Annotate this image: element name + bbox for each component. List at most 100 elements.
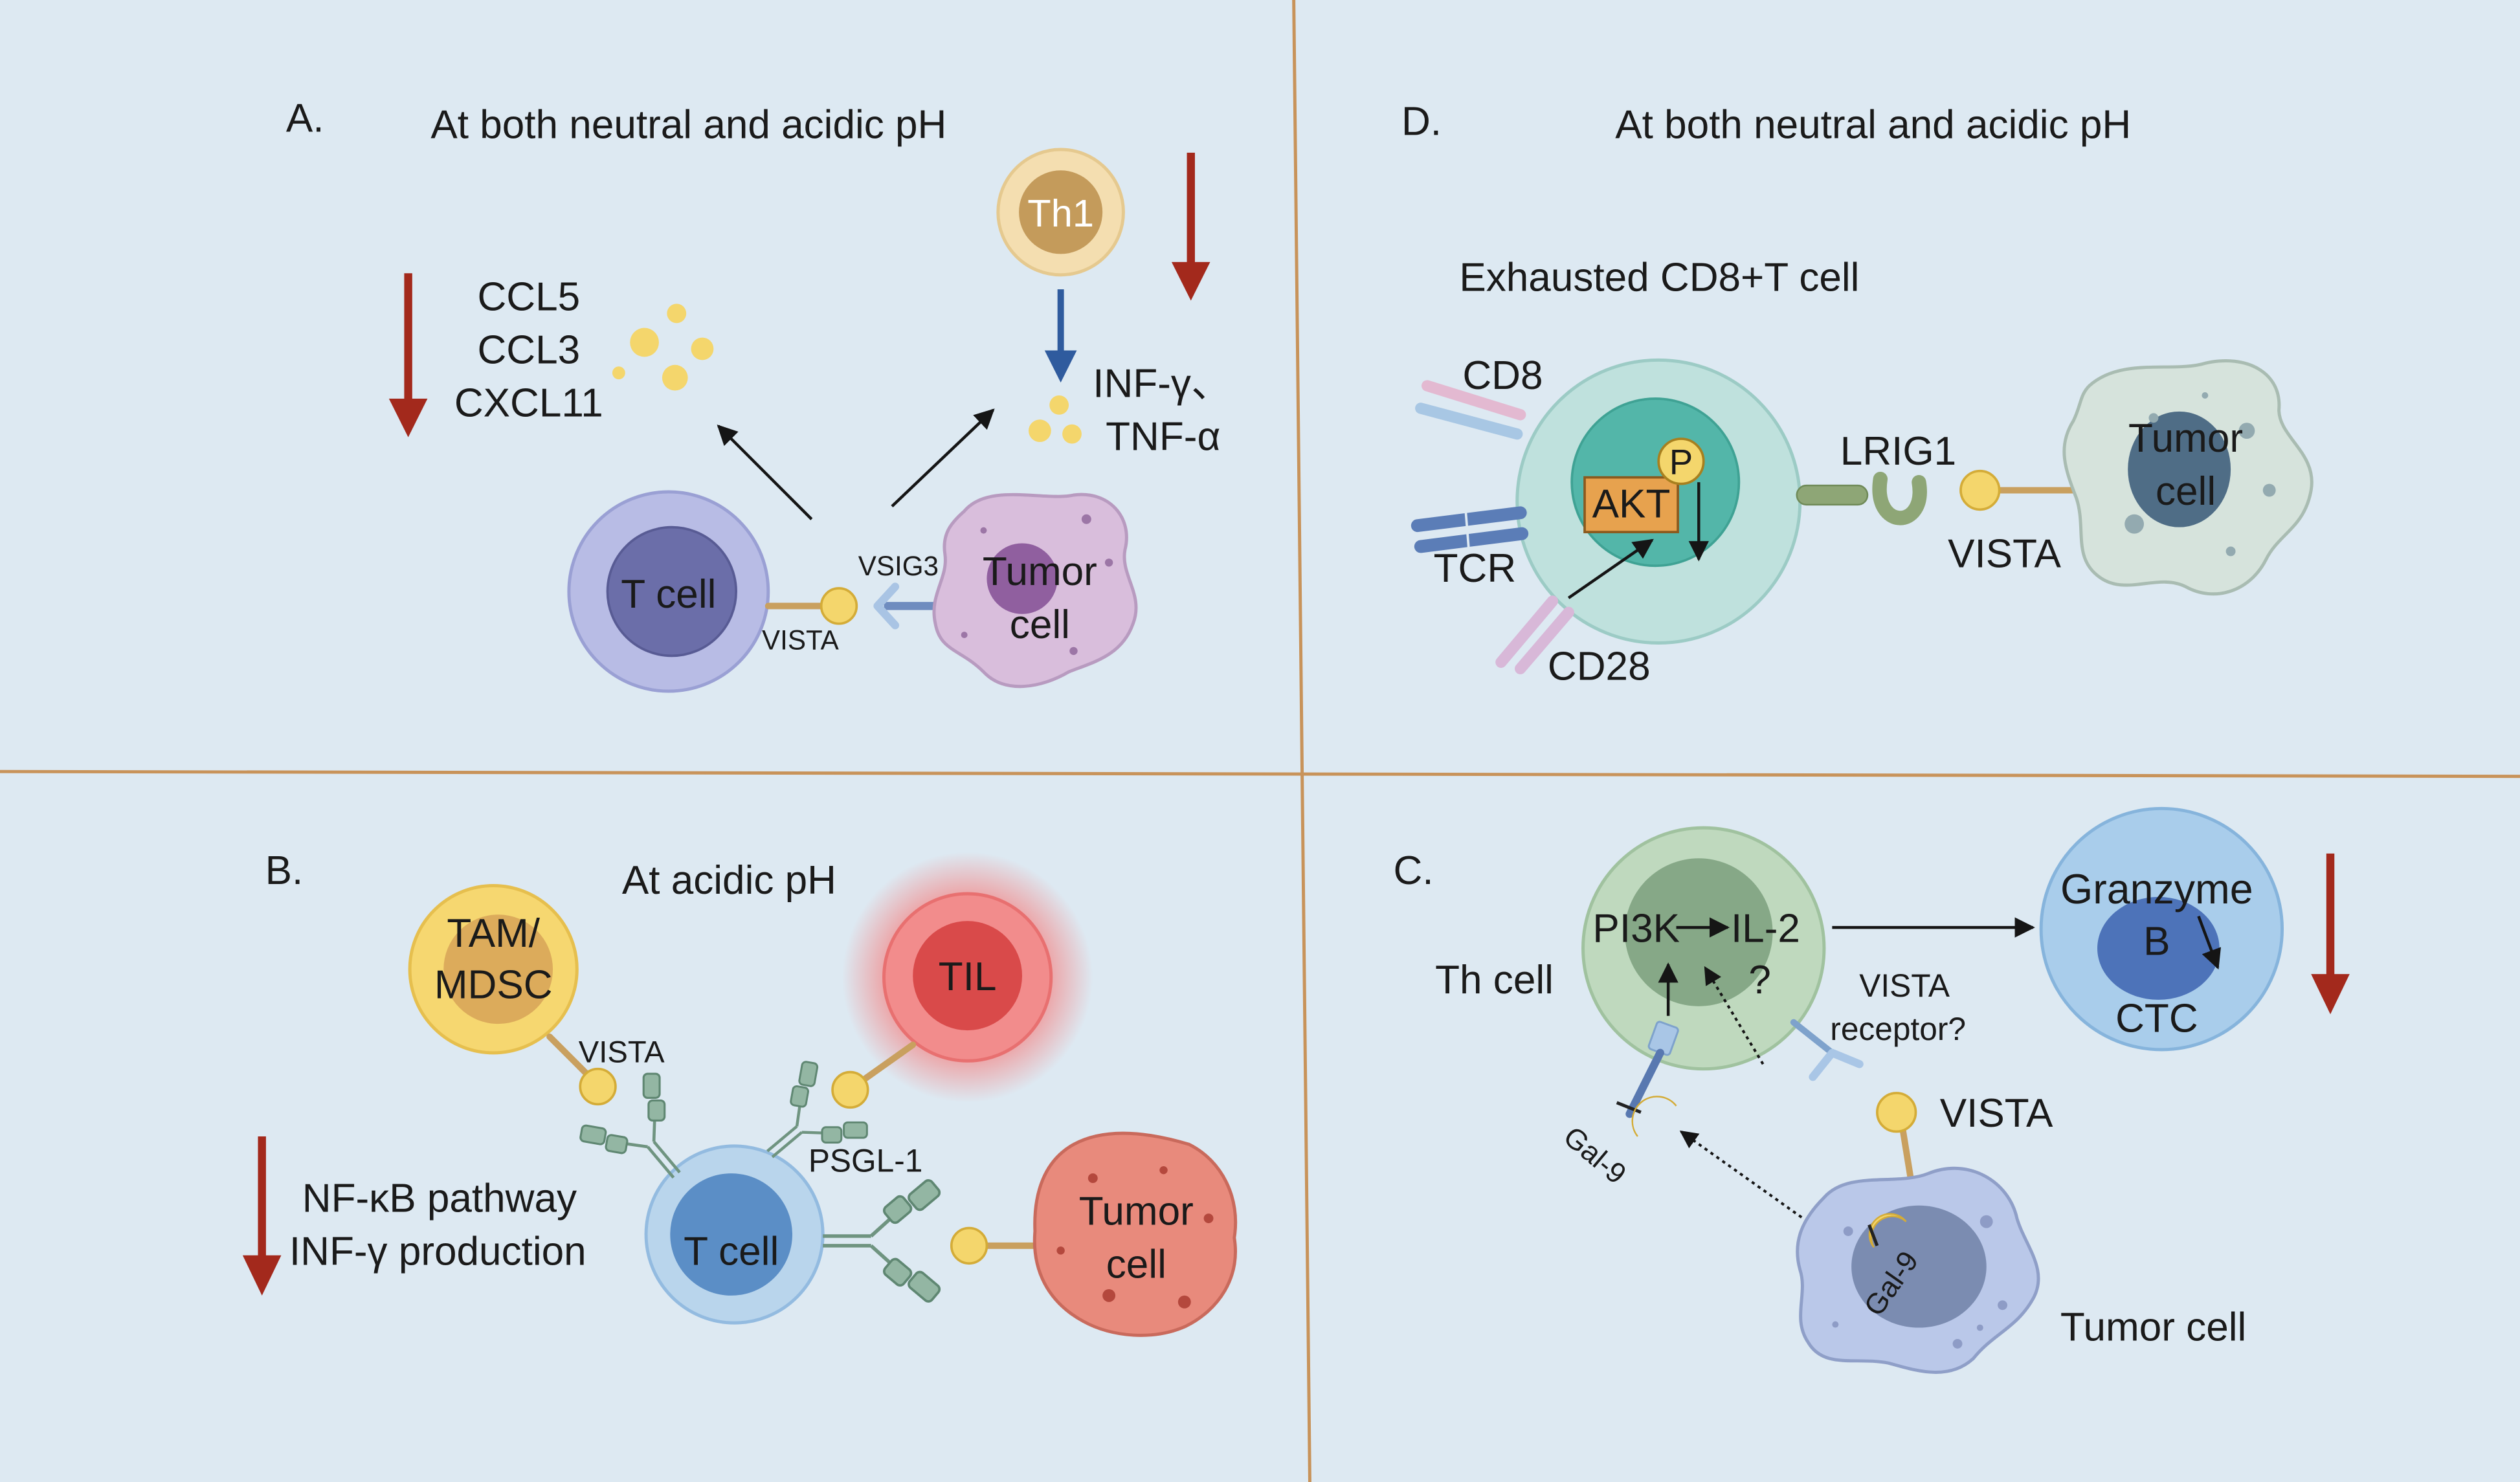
panel-d-label: D. [1401,100,1442,144]
ctc-cell: Granzyme B CTC [2039,806,2284,1052]
arrow-to-cytokines [891,408,995,507]
cytokine-tnf-alpha: TNF-α [1106,414,1220,459]
th1-blue-arrow [1044,289,1077,383]
lrig1-label: LRIG1 [1840,429,1956,474]
decrease-arrow-granzyme [2311,853,2350,1015]
vista-label-b: VISTA [579,1035,665,1069]
tam-mdsc-label-1: TAM/ [447,911,540,956]
granzyme-label-2: B [2143,919,2170,964]
chemokine-cxcl11: CXCL11 [454,381,603,425]
vista-ligand-tam [579,1067,617,1106]
panel-a-label: A. [286,96,324,141]
cd28-receptor [1495,595,1574,674]
til-label: TIL [939,955,997,999]
t-cell-b-label: T cell [684,1230,779,1274]
chemokine-ccl3: CCL3 [477,327,580,372]
cd28-label: CD28 [1548,645,1651,689]
tumor-cell-d-label-2: cell [2156,469,2216,514]
panel-a: A. At both neutral and acidic pH CCL5 CC… [286,96,1231,693]
vista-receptor-label-2: receptor? [1830,1011,1966,1047]
vista-label-a: VISTA [762,625,840,655]
decrease-arrow-nfkb [242,1136,282,1296]
til-cell: TIL [842,852,1093,1103]
vista-ligand-d [1959,469,2001,511]
panel-b-condition: At acidic pH [622,858,836,903]
t-cell-a-label: T cell [621,572,716,617]
vista-ligand-a [820,587,858,625]
pi3k-label: PI3K [1592,906,1680,951]
t-cell-a: T cell [567,490,770,693]
il2-label: IL-2 [1731,906,1800,951]
tim3-receptor-stalk [1625,1048,1664,1118]
akt-label: AKT [1592,482,1671,527]
tumor-cell-c-nucleus [1851,1205,1987,1328]
tumor-cell-b-label-2: cell [1106,1243,1166,1287]
panel-c: C. Th cell PI3K IL-2 ? Gal-9 VISTA recep… [1394,806,2350,1374]
vista-label-c: VISTA [1940,1091,2053,1136]
phospho-label: P [1669,443,1693,482]
th1-cell: Th1 [996,148,1125,277]
tumor-cell-a-nucleus [987,543,1058,614]
th1-label: Th1 [1027,192,1094,235]
gal9-tumor-tick [1868,1224,1879,1246]
tcr-label: TCR [1434,546,1517,591]
exhausted-cd8-title: Exhausted CD8+T cell [1459,256,1859,300]
horizontal-divider [0,769,2520,779]
panel-d: D. At both neutral and acidic pH Exhaust… [1401,100,2314,689]
tumor-cell-d-nucleus [2128,411,2231,527]
akt-box [1583,476,1679,533]
t-cell-a-nucleus [606,525,737,658]
vista-receptor-y [1809,1048,1864,1081]
tumor-cell-b: Tumor cell [1032,1131,1238,1337]
tumor-cell-c-label: Tumor cell [2060,1305,2246,1349]
vista-stalk-tam [546,1034,594,1081]
chemokine-dots [612,304,714,391]
ctc-label: CTC [2115,997,2198,1041]
arrow-to-chemokines [717,424,813,520]
unknown-mark: ? [1748,958,1771,1002]
granzyme-arrow [2197,915,2221,970]
decrease-arrow-cytokines [1171,152,1210,301]
tumor-cell-b-label-1: Tumor [1079,1189,1194,1234]
granzyme-label-1: Granzyme [2060,866,2253,912]
panel-b: B. At acidic pH TAM/ MDSC VISTA TIL T ce… [242,848,1238,1337]
vista-ligand-tumor-b [950,1226,988,1265]
chemokine-ccl5: CCL5 [477,274,580,319]
ctc-nucleus [2097,896,2220,1000]
tumor-cell-a-label-2: cell [1010,603,1070,647]
gal9-yellow-crescent [1631,1096,1677,1137]
cd8-label: CD8 [1462,353,1543,398]
vista-receptor-label-1: VISTA [1859,968,1950,1004]
panel-c-label: C. [1394,848,1434,893]
effect-inf-gamma-production: INF-γ production [289,1230,586,1274]
tam-mdsc-cell: TAM/ MDSC [408,884,579,1055]
t-cell-b-nucleus [670,1173,793,1296]
panel-b-label: B. [265,848,304,893]
vista-ligand-c [1876,1092,1917,1133]
tcr-receptor [1411,506,1529,553]
decrease-arrow-chemokines [388,273,428,437]
th-cell-label: Th cell [1435,958,1554,1002]
vista-label-d: VISTA [1948,532,2061,577]
tim3-receptor-tick [1616,1101,1642,1114]
panel-a-condition: At both neutral and acidic pH [430,103,946,148]
effect-nfkb-pathway: NF-κB pathway [302,1177,577,1221]
tumor-cell-b-body [1032,1131,1238,1337]
tumor-cell-c: Gal-9 [1796,1166,2040,1374]
panel-d-condition: At both neutral and acidic pH [1615,103,2131,148]
vsig3-label: VSIG3 [858,551,939,581]
vertical-divider [1292,0,1311,1482]
lrig1-receptor [1796,471,1927,525]
phospho-circle [1657,437,1705,485]
vista-ligand-til [831,1070,869,1109]
cd8-receptor [1415,380,1526,440]
tumor-cell-d-label-1: Tumor [2128,416,2243,461]
vista-receptor-stalk [1790,1019,1836,1056]
til-nucleus [913,921,1023,1031]
vsig3-receptor [873,582,900,630]
tam-mdsc-nucleus [443,914,553,1024]
tumor-cell-d: Tumor cell [2062,359,2314,596]
vista-stalk-til [860,1041,917,1084]
